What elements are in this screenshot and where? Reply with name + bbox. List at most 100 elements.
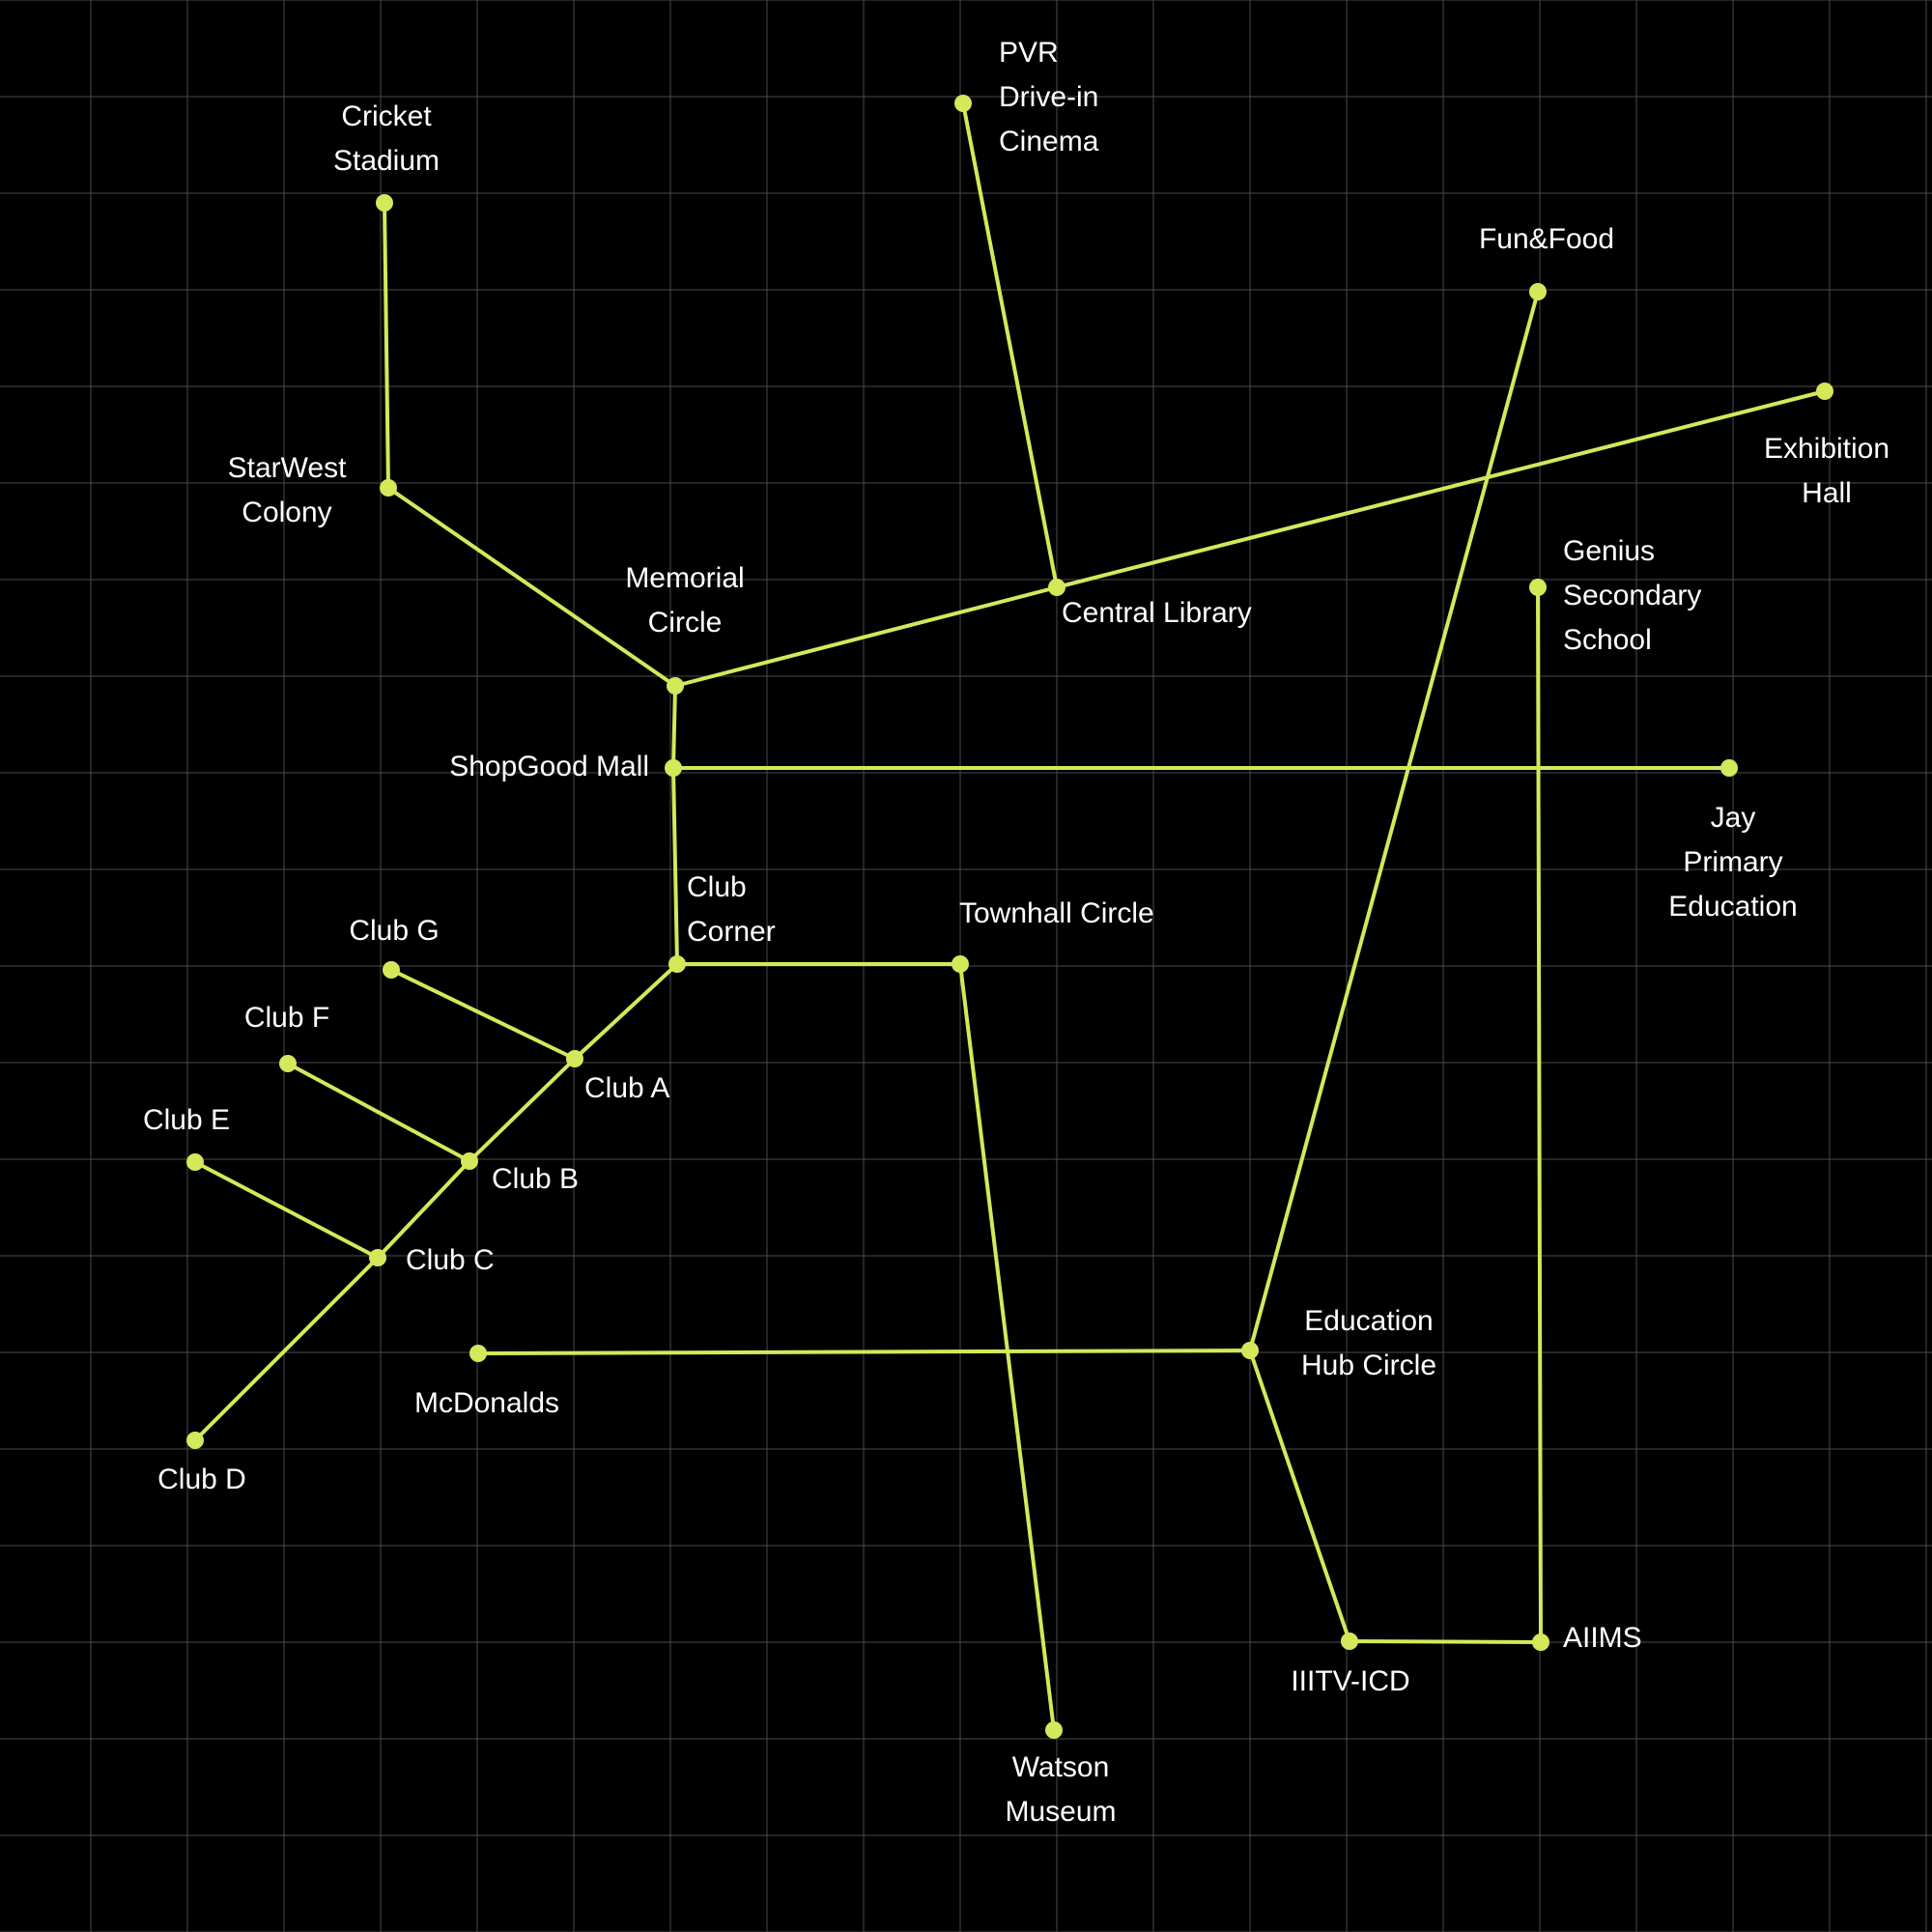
iiitv-icd-label-line: IIITV-ICD	[1291, 1665, 1409, 1697]
cricket-stadium-label-line: Cricket	[341, 100, 432, 132]
townhall-circle-label: Townhall Circle	[959, 897, 1154, 929]
club-c-marker[interactable]	[369, 1249, 386, 1266]
club-f-label: Club F	[244, 1002, 329, 1034]
pvr-drive-in-cinema-label-line: Cinema	[999, 126, 1099, 157]
road-club-g-to-club-a	[389, 968, 577, 1061]
road-club-e-to-club-c	[193, 1160, 380, 1260]
shopgood-mall-marker[interactable]	[665, 759, 682, 777]
cricket-stadium-label-line: Stadium	[333, 145, 440, 177]
club-f-marker[interactable]	[279, 1055, 297, 1072]
road-club-f-to-club-b	[286, 1062, 471, 1163]
central-library-marker[interactable]	[1048, 579, 1065, 596]
exhibition-hall-label-line: Exhibition	[1764, 433, 1889, 465]
exhibition-hall-marker[interactable]	[1816, 383, 1833, 400]
road-genius-secondary-school-to-aiims	[1536, 585, 1543, 1644]
club-d-label-line: Club D	[157, 1463, 246, 1495]
road-club-c-to-club-d	[193, 1256, 380, 1442]
cricket-stadium-marker[interactable]	[376, 194, 393, 212]
club-b-label-line: Club B	[492, 1163, 579, 1195]
aiims-label: AIIMS	[1563, 1622, 1642, 1654]
club-e-label: Club E	[143, 1104, 230, 1136]
club-b-marker[interactable]	[461, 1152, 478, 1170]
memorial-circle-label-line: Circle	[648, 607, 723, 639]
club-c-label-line: Club C	[406, 1244, 495, 1276]
watson-museum-label-line: Museum	[1005, 1796, 1116, 1828]
jay-primary-education-marker[interactable]	[1720, 759, 1738, 777]
memorial-circle-marker[interactable]	[667, 677, 684, 695]
club-corner-marker[interactable]	[668, 955, 686, 973]
road-memorial-circle-to-central-library	[673, 585, 1059, 688]
club-corner-label-line: Club	[687, 871, 747, 903]
starwest-colony-marker[interactable]	[380, 479, 397, 497]
club-g-marker[interactable]	[383, 961, 400, 979]
jay-primary-education-label-line: Jay	[1711, 802, 1756, 834]
club-d-label: Club D	[157, 1463, 246, 1495]
club-b-label: Club B	[492, 1163, 579, 1195]
road-education-hub-circle-to-iiitv-icd	[1248, 1349, 1351, 1643]
fun-and-food-label: Fun&Food	[1479, 223, 1614, 255]
fun-and-food-marker[interactable]	[1529, 283, 1547, 300]
education-hub-circle-label-line: Education	[1304, 1305, 1433, 1337]
aiims-marker[interactable]	[1532, 1634, 1549, 1651]
genius-secondary-school-marker[interactable]	[1529, 579, 1547, 596]
road-starwest-colony-to-memorial-circle	[386, 486, 677, 688]
road-network	[193, 101, 1827, 1732]
road-club-a-to-club-b	[468, 1057, 577, 1163]
townhall-circle-marker[interactable]	[952, 955, 969, 973]
club-e-label-line: Club E	[143, 1104, 230, 1136]
central-library-label: Central Library	[1062, 597, 1252, 629]
memorial-circle-label-line: Memorial	[625, 562, 744, 594]
club-a-label: Club A	[584, 1072, 669, 1104]
jay-primary-education-label-line: Education	[1668, 891, 1797, 923]
genius-secondary-school-label-line: Genius	[1563, 535, 1655, 567]
club-d-marker[interactable]	[186, 1432, 204, 1449]
shopgood-mall-label-line: ShopGood Mall	[449, 751, 649, 782]
genius-secondary-school-label-line: Secondary	[1563, 580, 1701, 611]
pvr-drive-in-cinema-label-line: PVR	[999, 37, 1059, 69]
education-hub-circle-label-line: Hub Circle	[1301, 1350, 1436, 1381]
club-g-label: Club G	[349, 915, 439, 947]
road-iiitv-icd-to-aiims	[1348, 1639, 1543, 1644]
road-shopgood-mall-to-club-corner	[671, 766, 679, 966]
club-c-label: Club C	[406, 1244, 495, 1276]
road-cricket-stadium-to-starwest-colony	[383, 201, 390, 490]
club-e-marker[interactable]	[186, 1153, 204, 1171]
club-g-label-line: Club G	[349, 915, 439, 947]
iiitv-icd-label: IIITV-ICD	[1291, 1665, 1409, 1697]
starwest-colony-label-line: Colony	[242, 497, 331, 528]
club-f-label-line: Club F	[244, 1002, 329, 1034]
road-fun-and-food-to-education-hub-circle	[1248, 290, 1540, 1352]
watson-museum-marker[interactable]	[1045, 1721, 1063, 1739]
watson-museum-label-line: Watson	[1012, 1751, 1110, 1783]
central-library-label-line: Central Library	[1062, 597, 1252, 629]
club-a-marker[interactable]	[566, 1050, 583, 1067]
iiitv-icd-marker[interactable]	[1341, 1633, 1358, 1650]
pvr-drive-in-cinema-marker[interactable]	[954, 95, 972, 112]
mcdonalds-label-line: McDonalds	[414, 1387, 559, 1419]
fun-and-food-label-line: Fun&Food	[1479, 223, 1614, 255]
road-mcdonalds-to-education-hub-circle	[476, 1349, 1252, 1355]
club-corner-label-line: Corner	[687, 916, 776, 948]
shopgood-mall-label: ShopGood Mall	[449, 751, 649, 782]
mcdonalds-marker[interactable]	[469, 1345, 487, 1362]
mcdonalds-label: McDonalds	[414, 1387, 559, 1419]
genius-secondary-school-label-line: School	[1563, 624, 1652, 656]
townhall-circle-label-line: Townhall Circle	[959, 897, 1154, 929]
exhibition-hall-label-line: Hall	[1802, 477, 1852, 509]
education-hub-circle-marker[interactable]	[1241, 1342, 1259, 1359]
aiims-label-line: AIIMS	[1563, 1622, 1642, 1654]
road-townhall-circle-to-watson-museum	[958, 962, 1056, 1732]
club-a-label-line: Club A	[584, 1072, 669, 1104]
